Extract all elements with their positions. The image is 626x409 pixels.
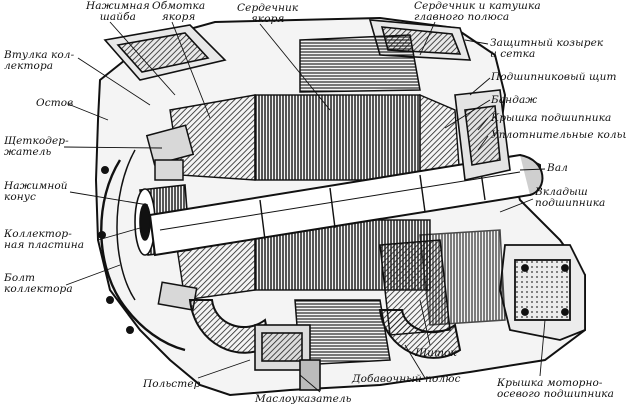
label-bearing-cover: Крышка подшипника bbox=[491, 112, 612, 124]
label-armature-core: Сердечник якоря bbox=[237, 2, 299, 25]
shaft bbox=[148, 153, 544, 257]
label-banding: Бандаж bbox=[491, 94, 538, 106]
label-pressure-cone: Нажимной конус bbox=[4, 180, 68, 203]
main-poles bbox=[294, 34, 421, 366]
axle-bearing-housing bbox=[499, 244, 586, 341]
label-shield: Щиток bbox=[415, 347, 457, 359]
label-commutator-bushing: Втулка кол- лектора bbox=[4, 49, 75, 72]
shield-plate bbox=[419, 229, 506, 326]
leader-lines bbox=[63, 21, 546, 393]
label-armature-winding: Обмотка якоря bbox=[152, 0, 206, 23]
label-protective-visor-mesh: Защитный козырек и сетка bbox=[490, 37, 604, 60]
label-commutator-bolt: Болт коллектора bbox=[4, 272, 73, 295]
label-main-pole-core-coil: Сердечник и катушка главного полюса bbox=[414, 0, 541, 23]
label-pressure-washer: Нажимная шайба bbox=[86, 0, 150, 23]
oil-gauge-box bbox=[254, 324, 321, 391]
label-felt-pad: Польстер bbox=[143, 378, 201, 390]
label-frame: Остов bbox=[36, 97, 74, 109]
label-oil-gauge: Маслоуказатель bbox=[255, 393, 352, 405]
label-brush-holder: Щеткодер- жатель bbox=[4, 135, 69, 158]
label-commutator-segment: Коллектор- ная пластина bbox=[4, 228, 85, 251]
label-shaft: Вал bbox=[547, 162, 568, 174]
armature-core bbox=[254, 94, 431, 291]
label-bearing-liner: Вкладыш подшипника bbox=[535, 186, 606, 209]
rear-bearing-shield bbox=[454, 89, 511, 181]
brush-holders bbox=[145, 124, 198, 311]
label-sealing-rings: Уплотнительные кольца bbox=[491, 129, 626, 141]
label-additional-pole: Добавочный полюс bbox=[352, 373, 461, 385]
label-bearing-shield: Подшипниковый щит bbox=[491, 71, 617, 83]
label-axle-bearing-cover: Крышка моторно- осевого подшипника bbox=[497, 377, 615, 400]
